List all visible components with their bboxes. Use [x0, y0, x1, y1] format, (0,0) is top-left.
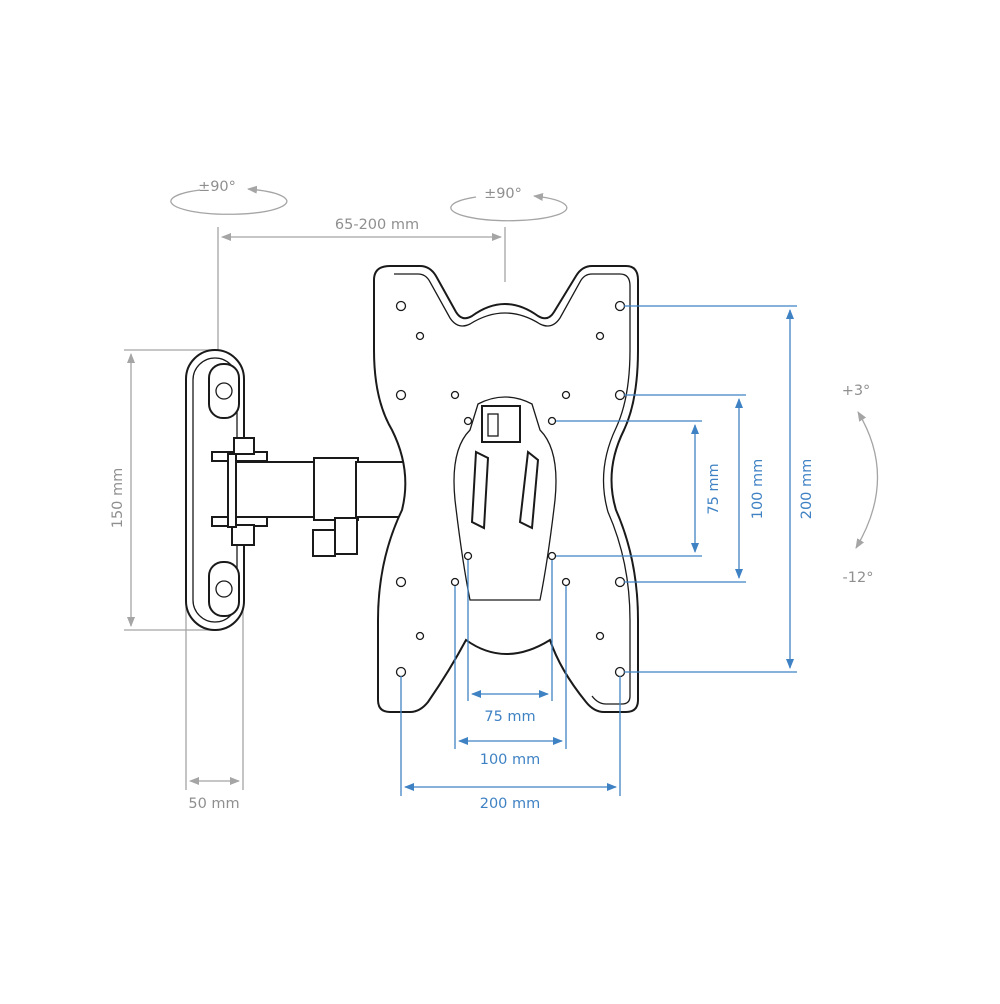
head-swivel-label: ±90° [484, 186, 522, 202]
tilt-indicator: +3° -12° [842, 383, 879, 586]
wall-plate-height-label: 150 mm [110, 468, 126, 529]
tilt-arrow-icon [855, 411, 879, 549]
vesa-200-height-dimension: 200 mm [624, 305, 815, 673]
vesa-75-width-label: 75 mm [484, 709, 535, 725]
swivel-arm [211, 437, 409, 557]
wall-plate-depth-label: 50 mm [188, 796, 239, 812]
tilt-down-label: -12° [843, 570, 874, 586]
wall-plate-height-dimension: 150 mm [110, 349, 216, 631]
vesa-100-width-label: 100 mm [480, 752, 541, 768]
wall-swivel-indicator: ±90° [170, 179, 288, 215]
extension-label: 65-200 mm [335, 217, 419, 233]
vesa-100-width-dimension: 100 mm [454, 586, 567, 768]
vesa-75-width-dimension: 75 mm [467, 560, 553, 725]
wall-plate [185, 349, 245, 631]
rotation-arrow-icon [170, 185, 288, 215]
vesa-plate [373, 265, 639, 713]
vesa-200-width-label: 200 mm [480, 796, 541, 812]
vesa-75-height-label: 75 mm [706, 463, 722, 514]
wall-swivel-label: ±90° [198, 179, 236, 195]
tilt-up-label: +3° [842, 383, 871, 399]
vesa-200-width-dimension: 200 mm [400, 676, 621, 812]
extension-dimension: 65-200 mm [217, 217, 506, 352]
vesa-75-height-dimension: 75 mm [556, 420, 722, 557]
wall-plate-depth-dimension: 50 mm [185, 580, 244, 812]
head-swivel-indicator: ±90° [450, 186, 568, 222]
vesa-100-height-dimension: 100 mm [624, 394, 766, 583]
vesa-100-height-label: 100 mm [750, 459, 766, 520]
vesa-200-height-label: 200 mm [799, 459, 815, 520]
rotation-arrow-icon [450, 192, 568, 222]
